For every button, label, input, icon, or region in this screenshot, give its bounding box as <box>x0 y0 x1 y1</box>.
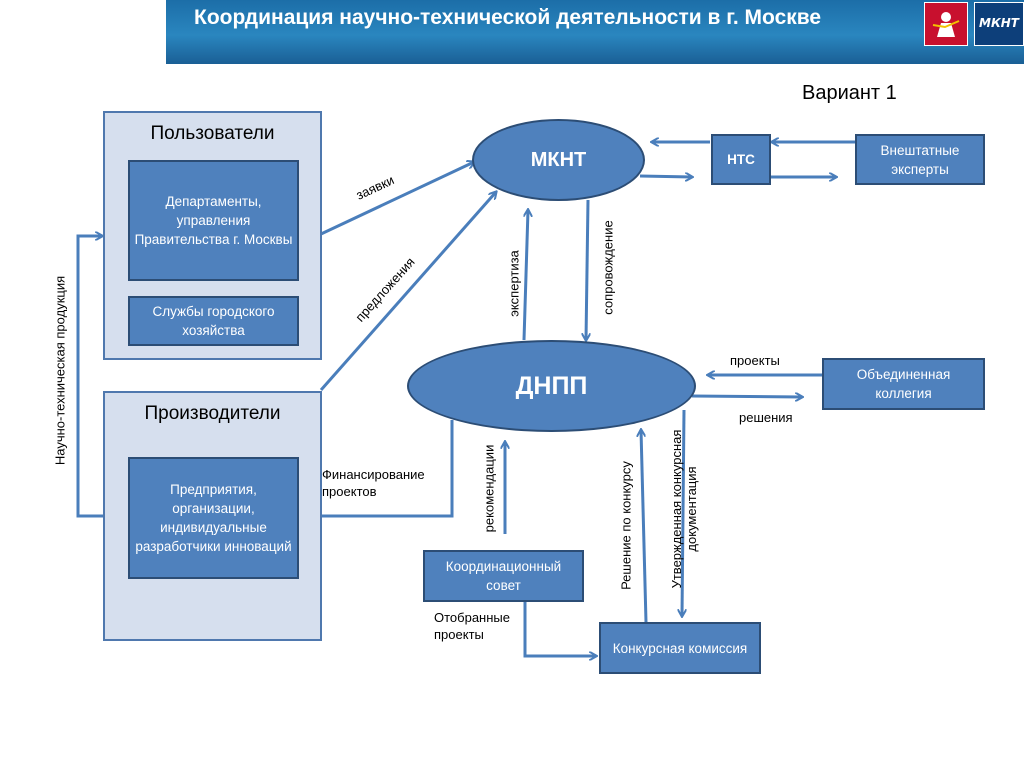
variant-label: Вариант 1 <box>802 82 897 104</box>
producers-title: Производители <box>144 403 281 424</box>
mknt-node: МКНТ <box>472 119 645 201</box>
expertise-label: экспертиза <box>506 250 522 317</box>
mknt-logo-icon: МКНТ <box>974 2 1024 46</box>
city-services-box: Службы городского хозяйства <box>128 296 299 346</box>
approved-docs-label: Утвержденная конкурсная документация <box>669 429 699 589</box>
recommendations-label: рекомендации <box>481 444 497 533</box>
users-group: Пользователи Департаменты, управления Пр… <box>103 111 322 360</box>
page-title: Координация научно-технической деятельно… <box>194 6 822 29</box>
decisions-label: решения <box>739 410 793 425</box>
joint-collegium-box: Объединенная коллегия <box>822 358 985 410</box>
dnpp-node: ДНПП <box>407 340 696 432</box>
producers-group: Производители Предприятия, организации, … <box>103 391 322 641</box>
mknt-logo-text: МКНТ <box>979 16 1019 30</box>
coordination-council-box: Координационный совет <box>423 550 584 602</box>
users-title: Пользователи <box>150 123 275 144</box>
nts-box: НТС <box>711 134 771 185</box>
enterprises-box: Предприятия, организации, индивидуальные… <box>128 457 299 579</box>
financing-label: Финансирование проектов <box>322 467 425 499</box>
competition-decision-label: Решение по конкурсу <box>618 461 634 590</box>
selected-projects-label: Отобранные проекты <box>434 610 510 642</box>
competition-commission-box: Конкурсная комиссия <box>599 622 761 674</box>
support-label: сопровождение <box>600 220 616 315</box>
products-label: Научно-техническая продукция <box>52 275 68 466</box>
header-banner: Координация научно-технической деятельно… <box>166 0 1024 64</box>
external-experts-box: Внештатные эксперты <box>855 134 985 185</box>
departments-box: Департаменты, управления Правительства г… <box>128 160 299 281</box>
moscow-coat-of-arms-icon <box>924 2 968 46</box>
projects-label: проекты <box>730 353 780 368</box>
